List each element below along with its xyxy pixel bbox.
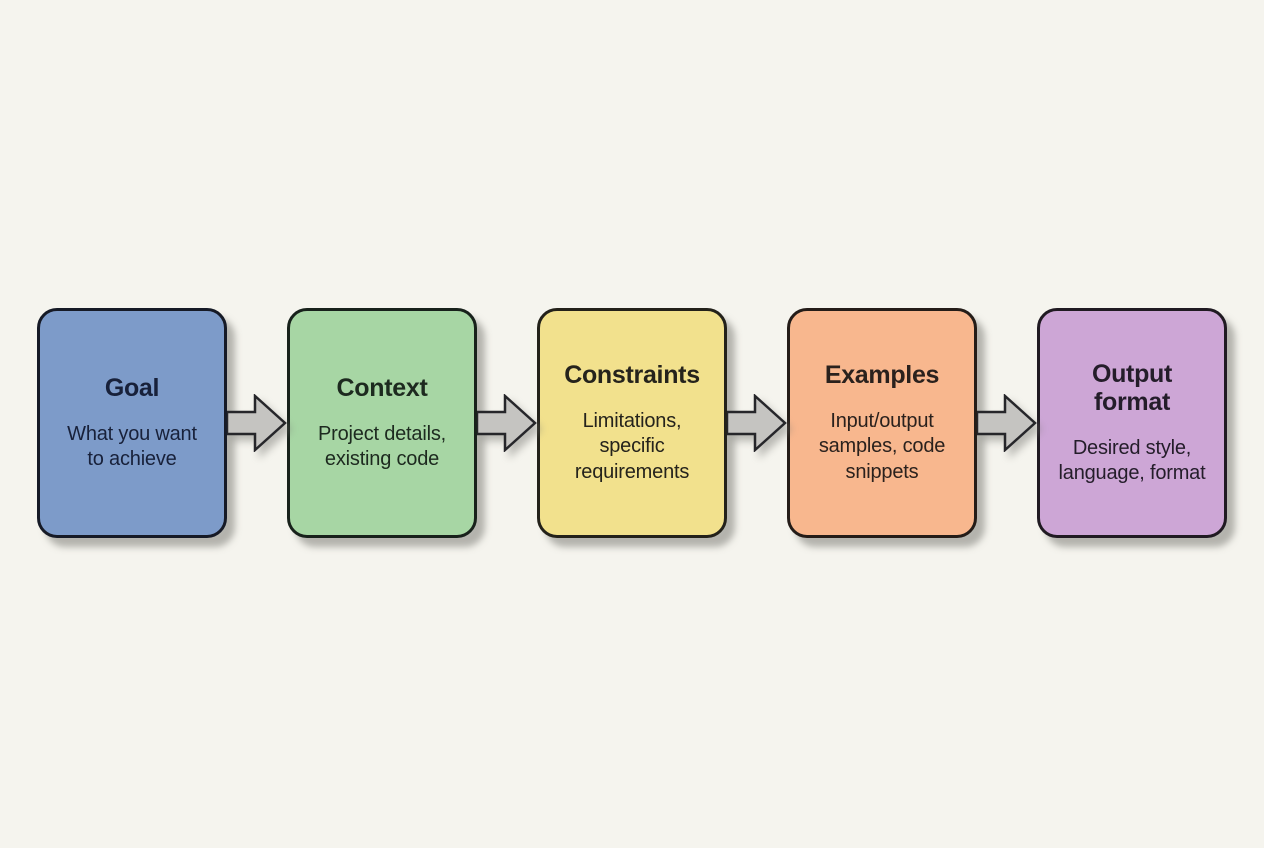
arrow-right-icon [727, 394, 787, 452]
flow-diagram: Goal What you want to achieve Context Pr… [0, 308, 1264, 538]
step-title: Examples [824, 360, 940, 389]
step-constraints: Constraints Limitations, specific requir… [537, 308, 727, 538]
step-subtitle: Project details, existing code [318, 422, 446, 470]
arrow-right-icon [477, 394, 537, 452]
step-subtitle: Limitations, specific requirements [574, 409, 690, 483]
arrow-right-icon [227, 394, 287, 452]
step-title: Constraints [564, 360, 700, 389]
step-subtitle: Desired style, language, format [1058, 436, 1206, 484]
step-output-format: Output format Desired style, language, f… [1037, 308, 1227, 538]
step-title: Output format [1091, 359, 1173, 416]
step-goal: Goal What you want to achieve [37, 308, 227, 538]
step-title: Context [336, 373, 428, 402]
step-context: Context Project details, existing code [287, 308, 477, 538]
step-subtitle: Input/output samples, code snippets [818, 409, 946, 483]
step-subtitle: What you want to achieve [67, 422, 197, 470]
step-examples: Examples Input/output samples, code snip… [787, 308, 977, 538]
step-title: Goal [104, 373, 160, 402]
arrow-right-icon [977, 394, 1037, 452]
